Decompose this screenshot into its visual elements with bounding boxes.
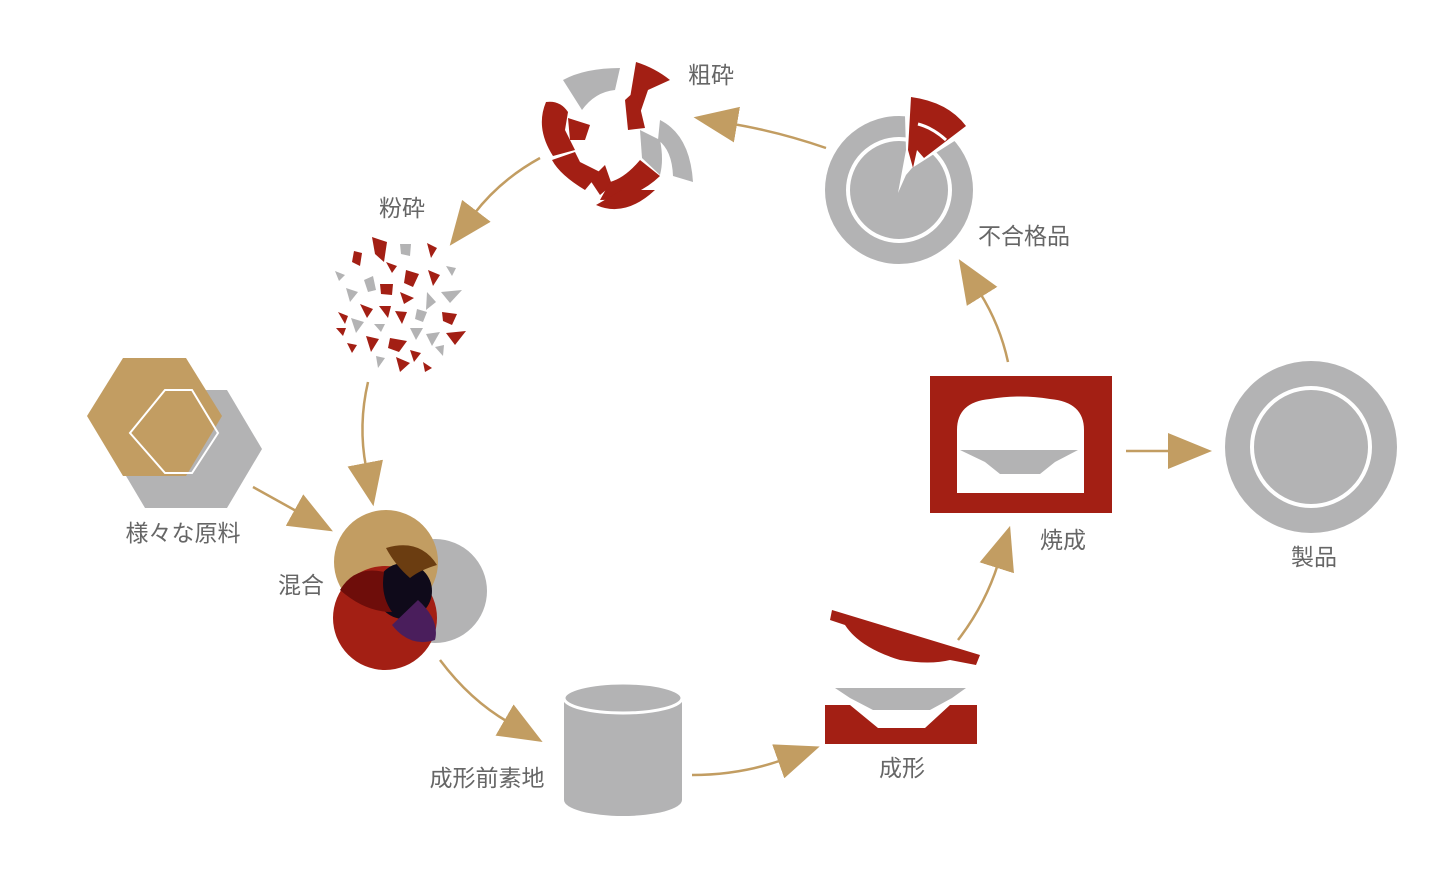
- fragment: [410, 328, 423, 340]
- overlap-dark-red: [340, 570, 392, 612]
- shard-red-bottom-right: [600, 160, 660, 200]
- fragment: [352, 251, 362, 266]
- cylinder-body: [564, 698, 682, 816]
- fragment: [423, 362, 432, 372]
- label-firing: 焼成: [1040, 528, 1086, 554]
- hexagon-gold: [87, 358, 222, 476]
- fragment: [351, 318, 364, 333]
- arrow-firing-to-defective: [958, 259, 1010, 363]
- fragment: [442, 312, 457, 325]
- shard-red-bottom-2: [590, 165, 612, 195]
- firing-icon: [930, 376, 1112, 513]
- flow-arrows: [252, 106, 1212, 779]
- shard-red-bottom-tip: [596, 190, 655, 210]
- fragment: [388, 338, 407, 352]
- arrow-raw-to-mixing: [252, 485, 333, 532]
- shard-gray-right: [658, 120, 693, 182]
- defective-broken-piece-line: [917, 122, 948, 142]
- fragment: [435, 345, 444, 356]
- fragment: [376, 356, 385, 368]
- defective-icon: [825, 97, 975, 264]
- product-icon: [1225, 361, 1397, 533]
- shard-red-left-inner: [568, 118, 590, 140]
- mold-bottom: [825, 705, 977, 744]
- fragment: [426, 332, 440, 346]
- pulverizing-icon: [335, 237, 466, 372]
- fragment: [374, 324, 385, 332]
- shard-red-left: [541, 101, 575, 156]
- arrow-pulverizing-to-mixing: [347, 381, 383, 507]
- fragment: [380, 284, 393, 295]
- overlap-brown: [386, 545, 437, 578]
- fragment: [410, 350, 421, 362]
- mixing-icon: [333, 510, 487, 670]
- fragment: [428, 270, 440, 286]
- plate-gray: [835, 688, 966, 710]
- shard-red-top-2: [625, 90, 645, 130]
- arrow-forming-to-firing: [957, 525, 1014, 641]
- arrow-mixing-to-green-body: [439, 659, 543, 743]
- arrow-defective-to-coarse: [693, 106, 827, 150]
- coarse-crushing-icon: [541, 62, 693, 210]
- mold-top: [830, 610, 980, 665]
- fragment: [427, 243, 437, 258]
- fragment: [347, 343, 357, 353]
- arrow-coarse-to-pulverizing: [449, 156, 541, 246]
- fragment: [379, 306, 391, 318]
- fragment: [364, 276, 376, 292]
- label-mixing: 混合: [278, 573, 324, 599]
- label-coarse-crushing: 粗砕: [688, 63, 734, 89]
- hexagon-gold-outline: [128, 389, 220, 474]
- fragment: [386, 262, 397, 273]
- fragment: [336, 328, 346, 336]
- label-raw-materials: 様々な原料: [126, 521, 241, 547]
- shard-red-bottom: [552, 152, 600, 190]
- fragment: [400, 292, 414, 304]
- fragment: [346, 288, 358, 302]
- fragment: [446, 266, 456, 276]
- fragment: [366, 336, 379, 352]
- fragment: [335, 271, 345, 281]
- raw-materials-icon: [87, 358, 262, 508]
- green-body-icon: [562, 681, 684, 816]
- shard-gray-right-inner: [640, 130, 662, 175]
- fragment: [360, 304, 373, 318]
- label-forming: 成形: [879, 756, 925, 782]
- cylinder-top: [562, 681, 684, 715]
- label-product: 製品: [1291, 545, 1337, 571]
- stage-labels: 様々な原料 混合 成形前素地 成形 焼成 製品 不合格品 粗砕 粉砕: [126, 63, 1338, 792]
- shard-gray-top: [563, 68, 620, 110]
- arrow-green-body-to-forming: [691, 744, 820, 779]
- forming-icon: [825, 610, 980, 744]
- label-pulverizing: 粉砕: [379, 196, 425, 222]
- fragment: [446, 331, 466, 345]
- fragment: [426, 292, 436, 310]
- label-defective: 不合格品: [978, 224, 1070, 250]
- fragment: [441, 290, 462, 303]
- kiln-plate: [960, 450, 1078, 474]
- fragment: [396, 357, 410, 372]
- fragment: [395, 311, 407, 324]
- fragment: [415, 309, 427, 322]
- label-green-body: 成形前素地: [430, 766, 545, 792]
- fragment: [372, 237, 387, 262]
- fragment: [404, 270, 419, 287]
- fragment: [338, 312, 348, 324]
- product-plate-ring: [1250, 386, 1372, 508]
- kiln-chamber: [957, 396, 1084, 493]
- fragment: [400, 244, 411, 256]
- overlap-purple: [392, 600, 436, 643]
